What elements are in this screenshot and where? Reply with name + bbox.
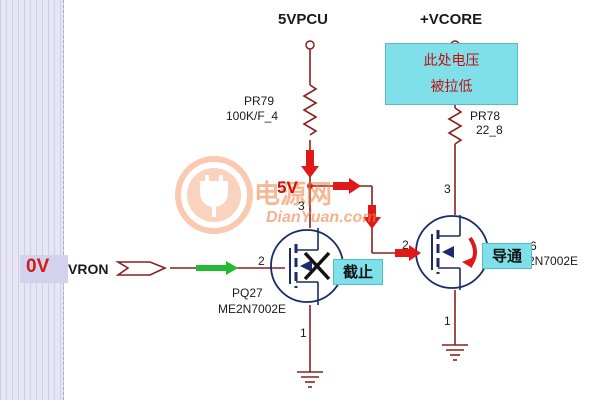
- q1-name: PQ27: [232, 286, 263, 300]
- q1-part: ME2N7002E: [218, 302, 287, 316]
- junction-node: [307, 183, 313, 189]
- q2-pin-label: 6: [530, 239, 537, 253]
- ground-q2-icon: [442, 344, 468, 361]
- off-cross-icon: [303, 251, 331, 281]
- pr79-name: PR79: [244, 94, 275, 108]
- vron-port-symbol: [115, 261, 168, 276]
- vcc-vcore-label: +VCORE: [420, 11, 483, 28]
- q2-part: 2N7002E: [528, 254, 579, 268]
- current-arrow-down-icon: [301, 150, 319, 178]
- q2-state-badge: 导通: [482, 243, 532, 269]
- zero-volt-label: 0V: [26, 256, 50, 277]
- resistor-pr78: [447, 107, 463, 145]
- pr78-value: 22_8: [476, 123, 503, 137]
- q1-pin-source: 1: [300, 326, 307, 340]
- watermark-logo-icon: [175, 156, 253, 234]
- q1-pin-drain: 3: [298, 199, 305, 213]
- q2-pin-gate: 2: [402, 238, 409, 252]
- pr79-value: 100K/F_4: [226, 109, 279, 123]
- signal-side-panel: [0, 0, 64, 400]
- mosfet-q2: [415, 215, 489, 290]
- vcc-5vpcu-terminal: [305, 40, 315, 50]
- current-arrow-down2-icon: [363, 205, 381, 229]
- vcc-5vpcu-label: 5VPCU: [278, 11, 329, 28]
- node-voltage-label: 5V: [277, 178, 298, 197]
- watermark-en: DianYuan.com: [266, 209, 377, 226]
- q2-pin-source: 1: [444, 314, 451, 328]
- current-arrow-right-icon: [333, 178, 361, 194]
- voltage-pulled-low-note: 此处电压 被拉低: [385, 43, 518, 105]
- resistor-pr79: [302, 84, 318, 136]
- current-arrow-gate-icon: [395, 245, 421, 261]
- note-line-2: 被拉低: [430, 79, 473, 95]
- ground-q1-icon: [297, 371, 323, 388]
- vron-label: VRON: [68, 261, 109, 277]
- zero-volt-marker: [20, 255, 68, 283]
- pr78-name: PR78: [470, 109, 501, 123]
- q1-pin-gate: 2: [258, 254, 265, 268]
- conduction-arrow-head-icon: [462, 257, 474, 268]
- q1-state-badge: 截止: [333, 259, 383, 285]
- signal-arrow-green-icon: [196, 261, 238, 275]
- q2-pin-drain: 3: [444, 182, 451, 196]
- note-line-1: 此处电压: [423, 53, 480, 69]
- watermark-cn: 电源网: [254, 180, 333, 210]
